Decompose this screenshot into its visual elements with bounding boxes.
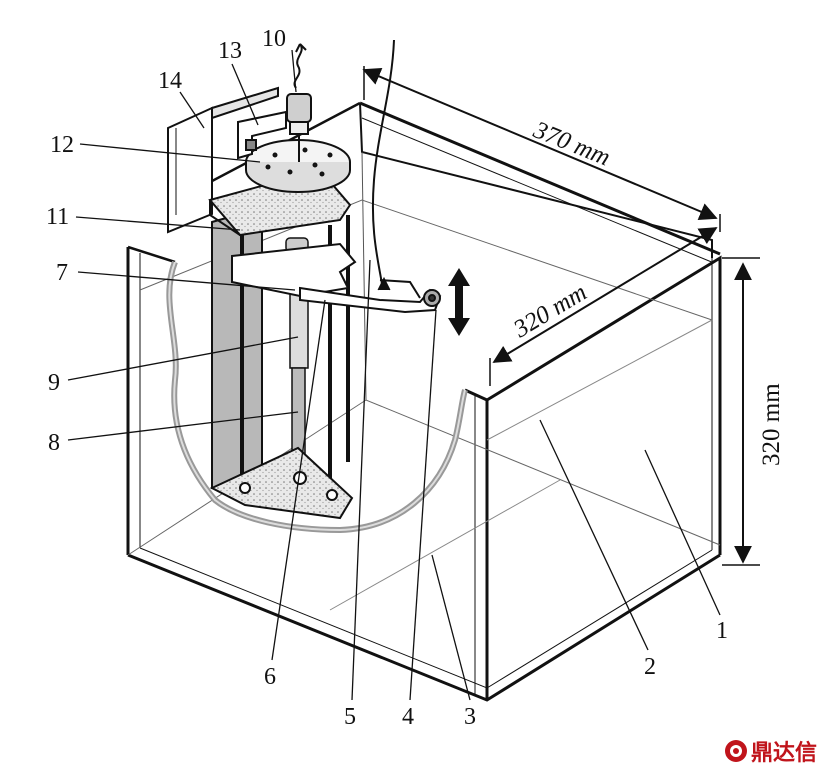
label-13: 13 xyxy=(218,38,242,64)
dimension-lines xyxy=(362,66,760,566)
label-3: 3 xyxy=(464,704,476,730)
label-6: 6 xyxy=(264,664,276,690)
length-dimension-label: 370 mm xyxy=(529,116,614,171)
bottom-platform xyxy=(209,446,354,520)
callout-labels: 1 2 3 4 5 6 7 8 9 10 11 12 13 14 xyxy=(46,26,728,730)
rear-bracket xyxy=(167,86,279,234)
moving-beam xyxy=(231,242,442,314)
label-10: 10 xyxy=(262,26,286,52)
motion-arrow xyxy=(448,268,470,336)
label-14: 14 xyxy=(158,68,182,94)
label-1: 1 xyxy=(716,618,728,644)
height-dimension-label: 320 mm xyxy=(758,383,785,466)
label-8: 8 xyxy=(48,430,60,456)
watermark: 鼎达信 xyxy=(724,735,817,767)
watermark-text: 鼎达信 xyxy=(750,741,817,766)
label-5: 5 xyxy=(344,704,356,730)
label-7: 7 xyxy=(56,260,68,286)
brand-logo-icon xyxy=(724,740,747,762)
label-11: 11 xyxy=(46,204,69,230)
leader-lines xyxy=(67,49,721,701)
label-2: 2 xyxy=(644,654,656,680)
label-4: 4 xyxy=(402,704,414,730)
clamp-bracket xyxy=(237,110,287,160)
label-12: 12 xyxy=(50,132,74,158)
motor xyxy=(286,43,312,162)
label-9: 9 xyxy=(48,370,60,396)
